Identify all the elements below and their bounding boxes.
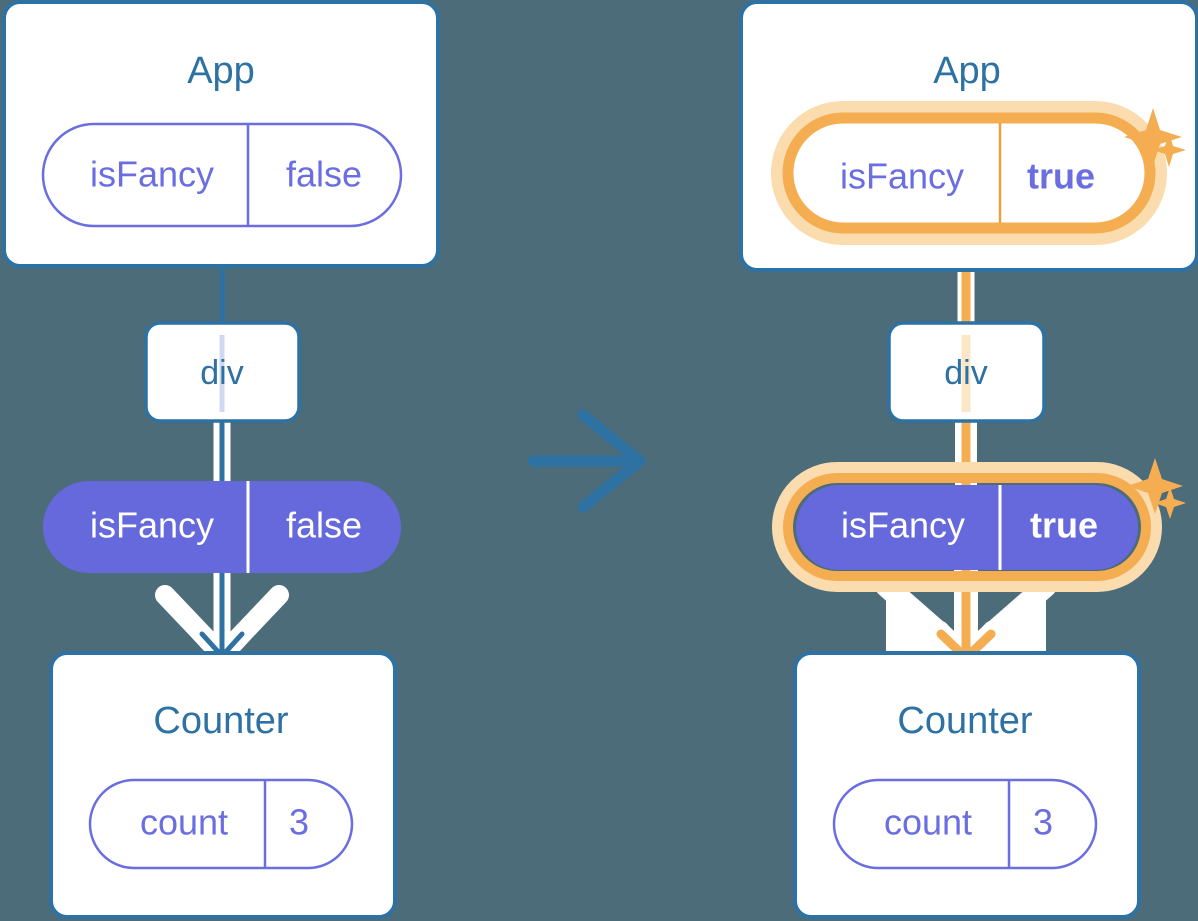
- counter-title-before: Counter: [153, 700, 289, 742]
- prop-name-before: isFancy: [90, 505, 214, 546]
- div-label-after: div: [944, 354, 987, 392]
- app-title-before: App: [187, 50, 255, 92]
- div-label-before: div: [200, 354, 243, 392]
- app-box-after[interactable]: App isFancy true: [739, 0, 1198, 272]
- sparkle-icon: [1127, 458, 1186, 519]
- prop-name-after: isFancy: [841, 505, 965, 546]
- app-state-pill-before[interactable]: isFancy false: [41, 122, 403, 228]
- counter-state-value-after: 3: [1033, 802, 1053, 843]
- prop-pill-before[interactable]: isFancy false: [43, 481, 401, 573]
- app-state-name-before: isFancy: [90, 154, 214, 195]
- arrow-right-icon: [527, 409, 646, 513]
- counter-state-pill-before[interactable]: count 3: [88, 778, 354, 870]
- panel-before: App isFancy false div isFancy false Co: [2, 0, 440, 919]
- sparkle-icon: [1124, 108, 1186, 167]
- panel-after: App isFancy true div: [739, 0, 1198, 919]
- app-state-value-after: true: [1027, 156, 1095, 197]
- app-state-value-before: false: [286, 154, 362, 195]
- prop-pill-after[interactable]: isFancy true: [772, 458, 1186, 592]
- counter-state-pill-after[interactable]: count 3: [832, 778, 1098, 870]
- prop-value-after: true: [1030, 505, 1098, 546]
- app-title-after: App: [933, 50, 1001, 92]
- div-box-after[interactable]: div: [887, 321, 1046, 423]
- app-box-before[interactable]: App isFancy false: [2, 0, 440, 268]
- counter-state-value-before: 3: [289, 802, 309, 843]
- counter-title-after: Counter: [897, 700, 1033, 742]
- div-box-before[interactable]: div: [144, 321, 301, 423]
- counter-box-before[interactable]: Counter count 3: [49, 651, 397, 919]
- counter-state-name-before: count: [140, 802, 228, 843]
- edge-prop-to-counter-before: [191, 570, 253, 667]
- counter-box-after[interactable]: Counter count 3: [793, 651, 1141, 919]
- app-state-name-after: isFancy: [840, 156, 964, 197]
- counter-state-name-after: count: [884, 802, 972, 843]
- app-state-pill-after[interactable]: isFancy true: [771, 101, 1167, 245]
- prop-value-before: false: [286, 505, 362, 546]
